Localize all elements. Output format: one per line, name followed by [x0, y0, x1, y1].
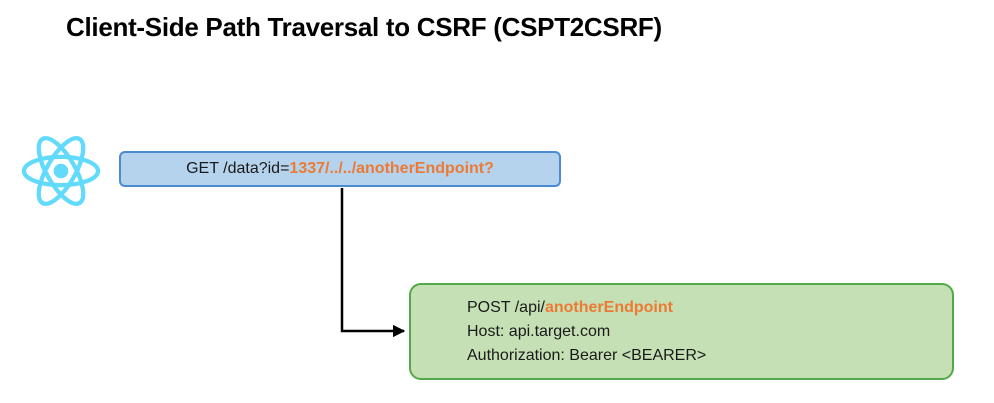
- post-request-line: POST /api/anotherEndpoint: [467, 296, 952, 320]
- post-host-header: Host: api.target.com: [467, 323, 611, 340]
- get-request-box: GET /data?id=1337/../../anotherEndpoint?: [119, 151, 561, 187]
- react-logo-icon: [21, 136, 101, 206]
- post-request-box: POST /api/anotherEndpoint Host: api.targ…: [409, 283, 954, 380]
- post-method-path: POST /api/: [467, 299, 545, 316]
- page-title: Client-Side Path Traversal to CSRF (CSPT…: [66, 12, 662, 42]
- get-request-prefix: GET /data?id=: [186, 160, 290, 177]
- post-auth-header: Authorization: Bearer <BEARER>: [467, 347, 707, 364]
- traversal-payload: 1337/../../anotherEndpoint?: [289, 160, 494, 177]
- post-target-endpoint: anotherEndpoint: [544, 299, 673, 316]
